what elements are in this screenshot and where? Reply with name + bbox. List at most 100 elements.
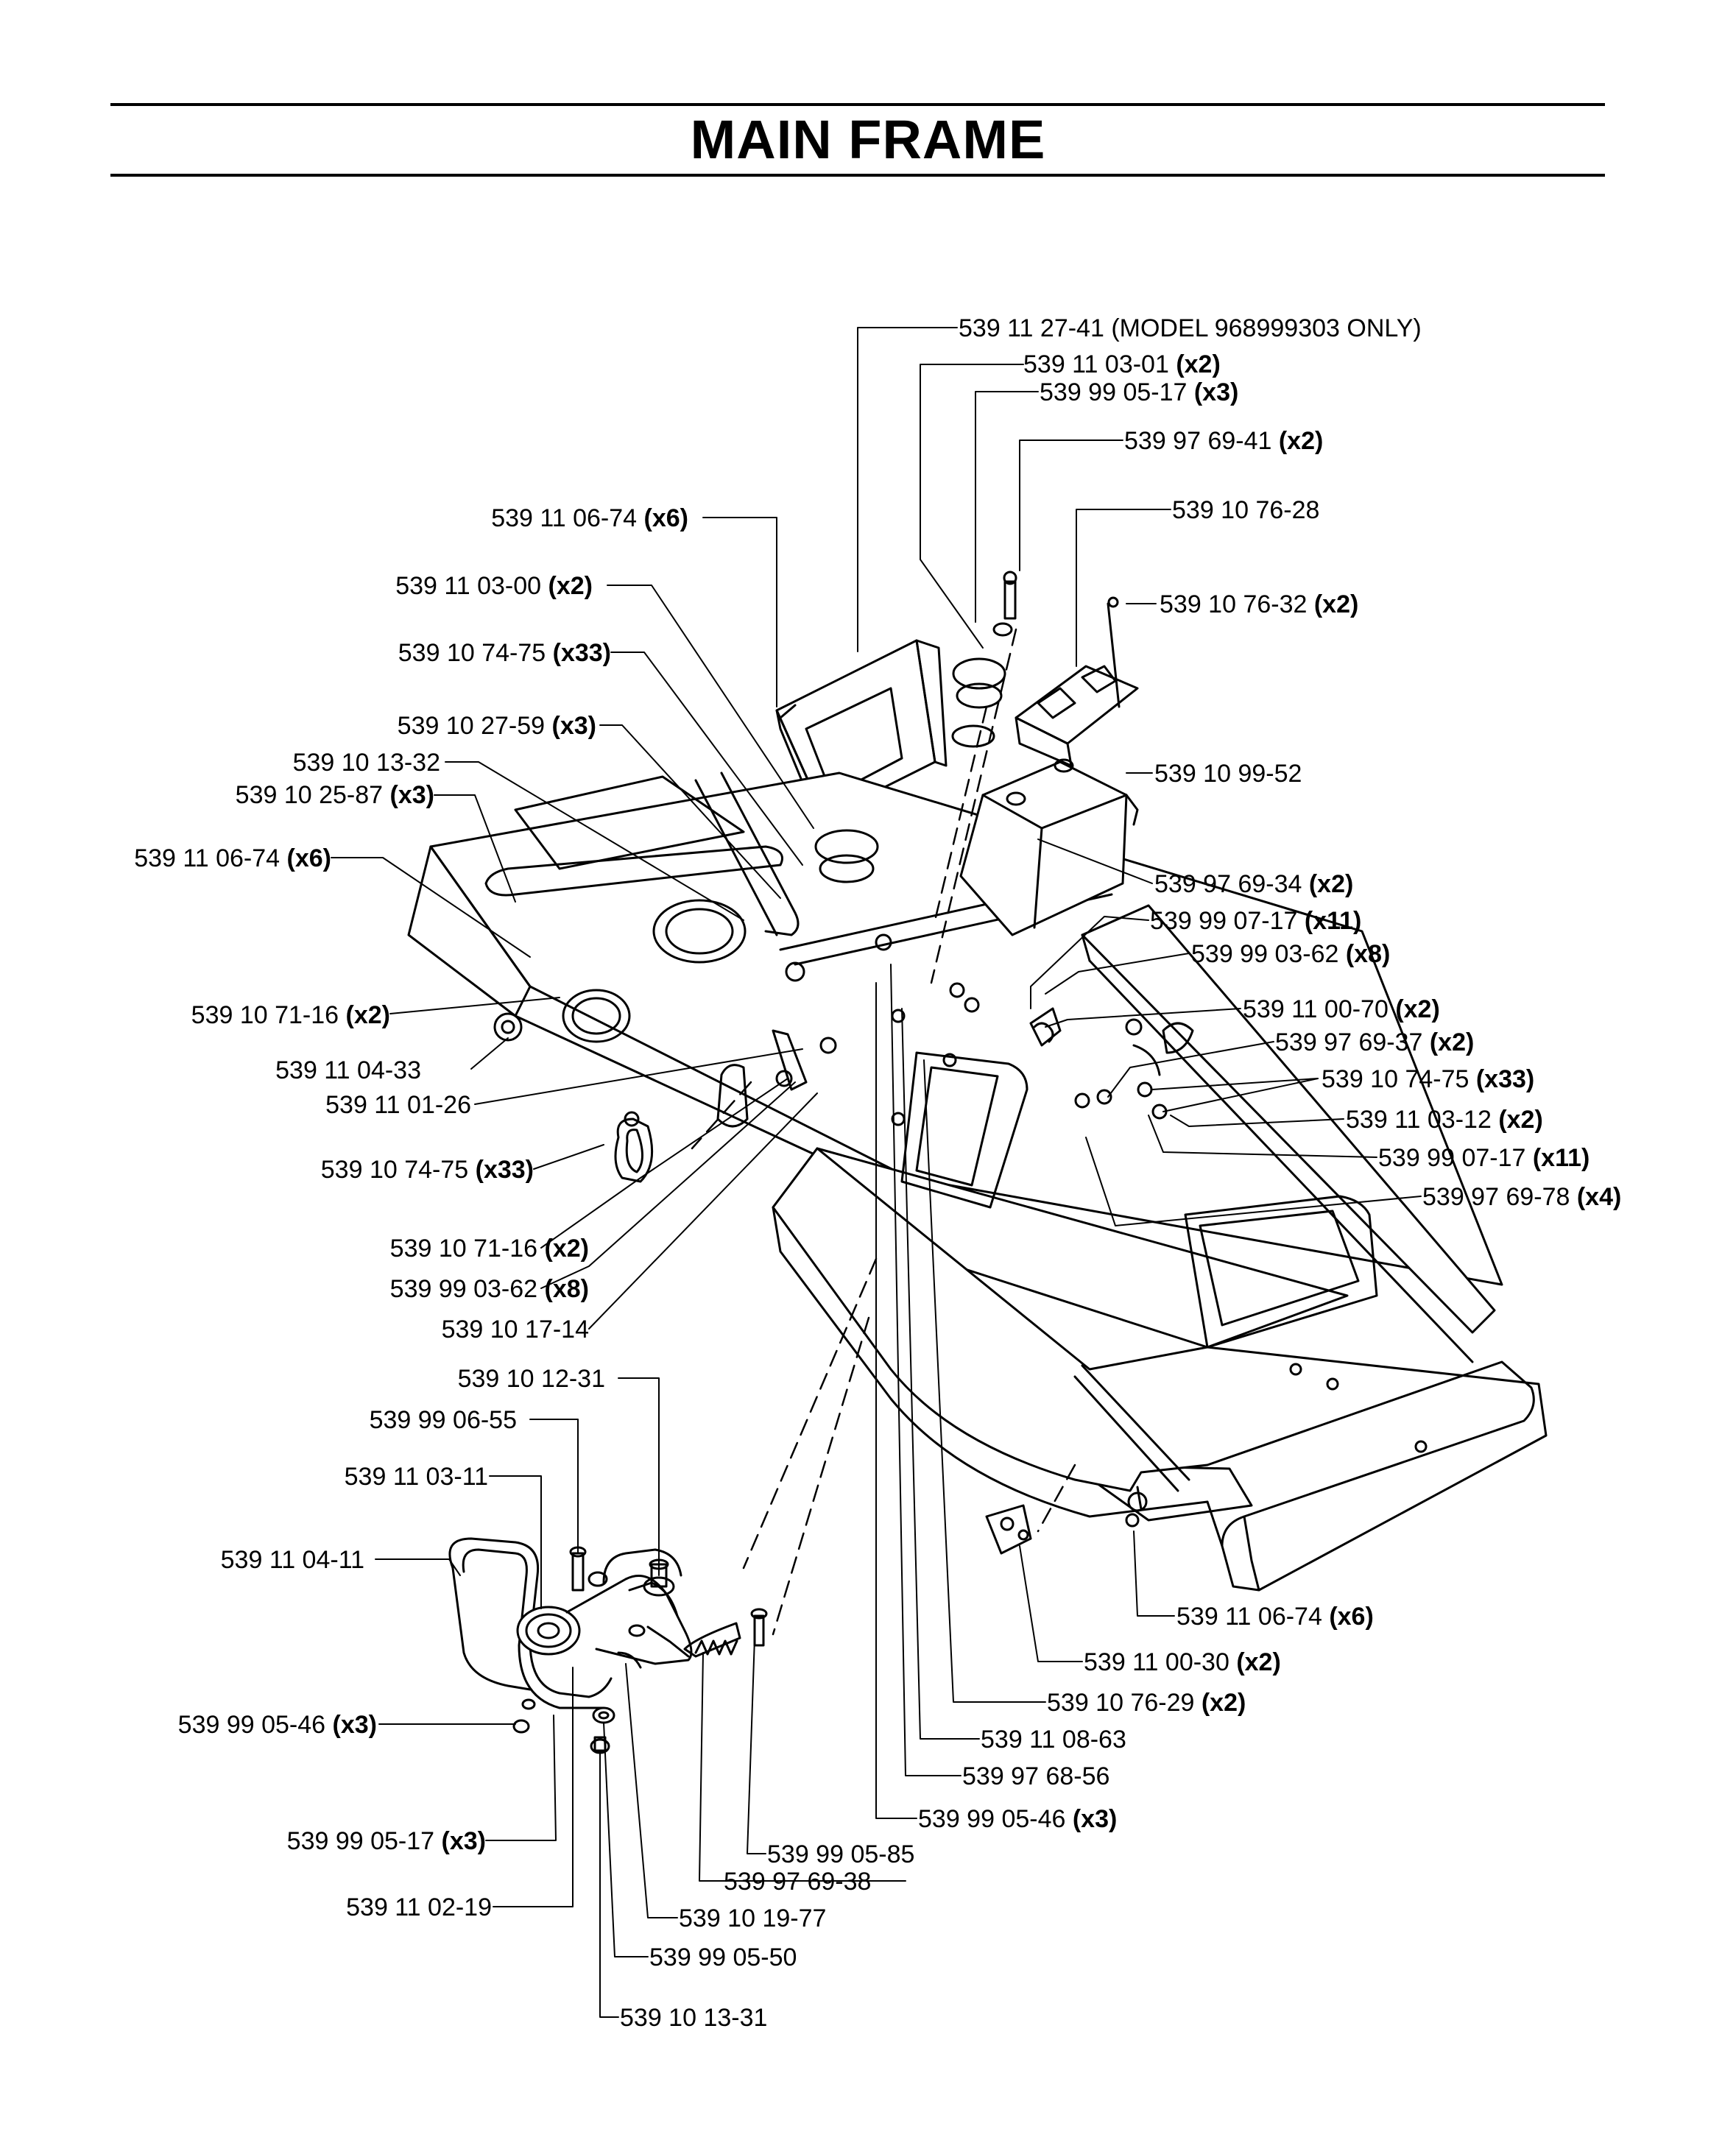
- control-plate: [1015, 596, 1139, 767]
- part-callout-label: 539 99 07-17 (x11): [1150, 907, 1361, 935]
- drawing-linework: [331, 327, 1548, 2018]
- part-callout-label: 539 97 69-41 (x2): [1124, 427, 1323, 455]
- part-number: 539 11 03-00: [395, 572, 541, 600]
- part-number: 539 99 03-62: [390, 1275, 537, 1303]
- part-callout-label: 539 11 06-74 (x6): [134, 844, 331, 872]
- part-number: 539 99 06-55: [370, 1406, 517, 1434]
- part-callout-label: 539 10 25-87 (x3): [236, 781, 434, 809]
- part-number: 539 11 04-33: [275, 1056, 421, 1084]
- part-number: 539 11 06-74: [491, 504, 637, 532]
- part-number: 539 11 01-26: [325, 1091, 471, 1119]
- part-callout-label: 539 99 06-55: [370, 1406, 517, 1434]
- part-number: 539 10 76-28: [1172, 496, 1319, 524]
- part-callout-label: 539 11 03-11: [345, 1463, 488, 1491]
- part-quantity: (x33): [468, 1156, 534, 1184]
- part-quantity: (x2): [339, 1001, 390, 1029]
- part-callout-label: 539 10 76-28: [1172, 496, 1319, 524]
- part-quantity: (x3): [1065, 1805, 1117, 1833]
- part-quantity: (x2): [1389, 995, 1440, 1023]
- part-callout-label: 539 10 12-31: [458, 1365, 605, 1393]
- leader-lines: [331, 327, 1422, 2018]
- part-number: 539 97 69-38: [724, 1868, 871, 1896]
- part-callout-label: 539 99 05-17 (x3): [287, 1827, 486, 1855]
- part-callout-label: 539 10 74-75 (x33): [321, 1156, 534, 1184]
- part-callout-label: 539 11 03-00 (x2): [395, 572, 593, 600]
- part-quantity: (x3): [434, 1827, 486, 1855]
- lower-cowl-panel: [772, 1147, 1548, 1592]
- part-callout-label: 539 10 76-29 (x2): [1047, 1689, 1246, 1717]
- part-number: 539 10 76-32: [1160, 590, 1307, 618]
- part-callout-label: 539 11 02-19: [346, 1893, 492, 1921]
- part-number: 539 11 06-74: [134, 844, 280, 872]
- part-callout-label: 539 97 69-37 (x2): [1275, 1028, 1474, 1056]
- part-quantity: (x6): [637, 504, 688, 532]
- part-number: 539 11 04-11: [221, 1546, 364, 1574]
- part-callout-label: 539 10 13-32: [293, 749, 440, 777]
- part-number: 539 10 27-59: [398, 712, 545, 740]
- part-quantity: (x2): [1271, 427, 1323, 455]
- part-callout-label: 539 10 74-75 (x33): [1322, 1065, 1534, 1093]
- part-quantity: (x3): [1187, 378, 1238, 406]
- part-number: 539 99 03-62: [1191, 940, 1338, 968]
- part-callout-label: 539 11 00-30 (x2): [1084, 1648, 1281, 1676]
- part-callout-label: 539 10 74-75 (x33): [398, 639, 611, 667]
- callout-labels: 539 11 27-41 (MODEL 968999303 ONLY)539 1…: [134, 314, 1621, 2032]
- part-number: 539 97 69-41: [1124, 427, 1271, 455]
- part-number: 539 99 05-46: [178, 1711, 325, 1739]
- part-quantity: (x6): [1322, 1603, 1374, 1631]
- part-callout-label: 539 99 05-50: [649, 1943, 797, 1971]
- part-callout-label: 539 11 00-70 (x2): [1243, 995, 1440, 1023]
- assembly-dash-lines: [691, 628, 1076, 1636]
- front-panel-bracket: [775, 639, 948, 837]
- part-number: 539 10 17-14: [442, 1316, 589, 1344]
- oval-opening-center: [652, 899, 747, 964]
- part-number: 539 99 05-17: [1040, 378, 1187, 406]
- part-quantity: (x2): [1302, 870, 1353, 898]
- part-quantity: (x3): [325, 1711, 377, 1739]
- part-quantity: (x2): [537, 1235, 589, 1263]
- part-callout-label: 539 99 05-46 (x3): [178, 1711, 377, 1739]
- slot-opening: [716, 1064, 749, 1128]
- part-quantity: (x11): [1297, 907, 1361, 935]
- part-quantity: (x3): [545, 712, 596, 740]
- part-number: 539 10 71-16: [390, 1235, 537, 1263]
- part-callout-label: 539 97 69-34 (x2): [1154, 870, 1353, 898]
- part-number: 539 10 19-77: [679, 1904, 826, 1932]
- part-number: 539 11 06-74: [1176, 1603, 1322, 1631]
- part-callout-label: 539 11 03-12 (x2): [1346, 1106, 1543, 1134]
- part-number: 539 97 68-56: [962, 1762, 1109, 1790]
- part-callout-label: 539 97 68-56: [962, 1762, 1109, 1790]
- part-callout-label: 539 10 19-77: [679, 1904, 826, 1932]
- title-rule-bottom: [110, 174, 1605, 177]
- part-quantity: (x2): [1422, 1028, 1474, 1056]
- part-callout-label: 539 10 71-16 (x2): [390, 1235, 589, 1263]
- part-callout-label: 539 11 06-74 (x6): [1176, 1603, 1374, 1631]
- part-number: 539 10 76-29: [1047, 1689, 1194, 1717]
- part-callout-label: 539 10 76-32 (x2): [1160, 590, 1358, 618]
- fuel-tank: [959, 758, 1128, 936]
- part-number: 539 11 27-41: [959, 314, 1104, 342]
- part-number: 539 10 71-16: [191, 1001, 339, 1029]
- part-number: 539 11 03-12: [1346, 1106, 1492, 1134]
- part-callout-label: 539 97 69-78 (x4): [1422, 1183, 1621, 1211]
- part-callout-label: 539 10 13-31: [620, 2004, 767, 2032]
- part-quantity: (x33): [546, 639, 611, 667]
- part-quantity: (x8): [1338, 940, 1390, 968]
- part-callout-label: 539 99 05-85: [767, 1840, 914, 1868]
- part-callout-label: 539 10 27-59 (x3): [398, 712, 596, 740]
- part-number: 539 99 07-17: [1150, 907, 1297, 935]
- part-number: 539 11 00-70: [1243, 995, 1389, 1023]
- part-quantity: (x4): [1570, 1183, 1621, 1211]
- part-number: 539 10 99-52: [1154, 760, 1302, 788]
- part-number: 539 10 25-87: [236, 781, 383, 809]
- part-quantity: (x3): [383, 781, 434, 809]
- part-callout-label: 539 11 01-26: [325, 1091, 471, 1119]
- part-quantity: (x2): [1492, 1106, 1543, 1134]
- part-number: 539 99 05-46: [918, 1805, 1065, 1833]
- part-quantity: (x8): [537, 1275, 589, 1303]
- part-number: 539 99 07-17: [1378, 1144, 1525, 1172]
- part-number: 539 99 05-50: [649, 1943, 797, 1971]
- part-callout-label: 539 99 03-62 (x8): [390, 1275, 589, 1303]
- part-number: 539 10 13-32: [293, 749, 440, 777]
